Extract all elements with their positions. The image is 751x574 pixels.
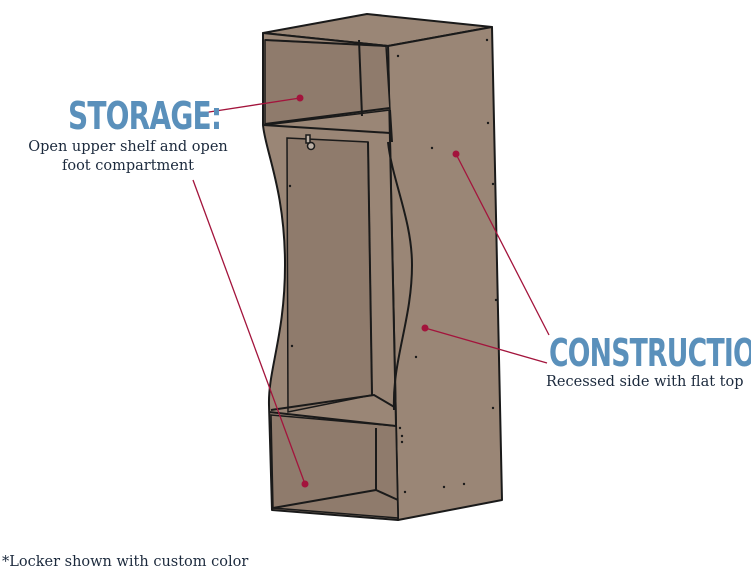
foot-compartment: [270, 414, 399, 519]
storage-description-line2: foot compartment: [61, 158, 195, 174]
callout-lines: [192, 97, 550, 485]
locker-interior: [264, 39, 399, 519]
locker-right-side: [387, 26, 503, 521]
storage-leader-lower: [192, 179, 306, 485]
storage-description: Open upper shelf and open foot compartme…: [28, 138, 228, 176]
locker-edges: [262, 39, 414, 509]
hanging-compartment: [286, 137, 373, 413]
construction-dot-lower: [421, 324, 429, 332]
construction-description: Recessed side with flat top: [546, 374, 744, 390]
coat-hook: [305, 134, 316, 151]
custom-color-footnote: *Locker shown with custom color: [2, 554, 249, 570]
construction-dot-upper: [452, 150, 460, 158]
upper-compartment: [264, 39, 391, 126]
callout-dots: [296, 94, 460, 488]
storage-description-line1: Open upper shelf and open: [28, 139, 228, 155]
construction-leader-lower: [424, 327, 548, 364]
construction-leader-upper: [455, 153, 550, 336]
storage-dot-upper: [296, 94, 304, 102]
hardware-dots: [288, 38, 498, 494]
storage-heading: STORAGE:: [68, 94, 222, 138]
storage-dot-lower: [301, 480, 309, 488]
storage-leader-upper: [195, 97, 301, 115]
construction-heading: CONSTRUCTION:: [549, 331, 751, 375]
